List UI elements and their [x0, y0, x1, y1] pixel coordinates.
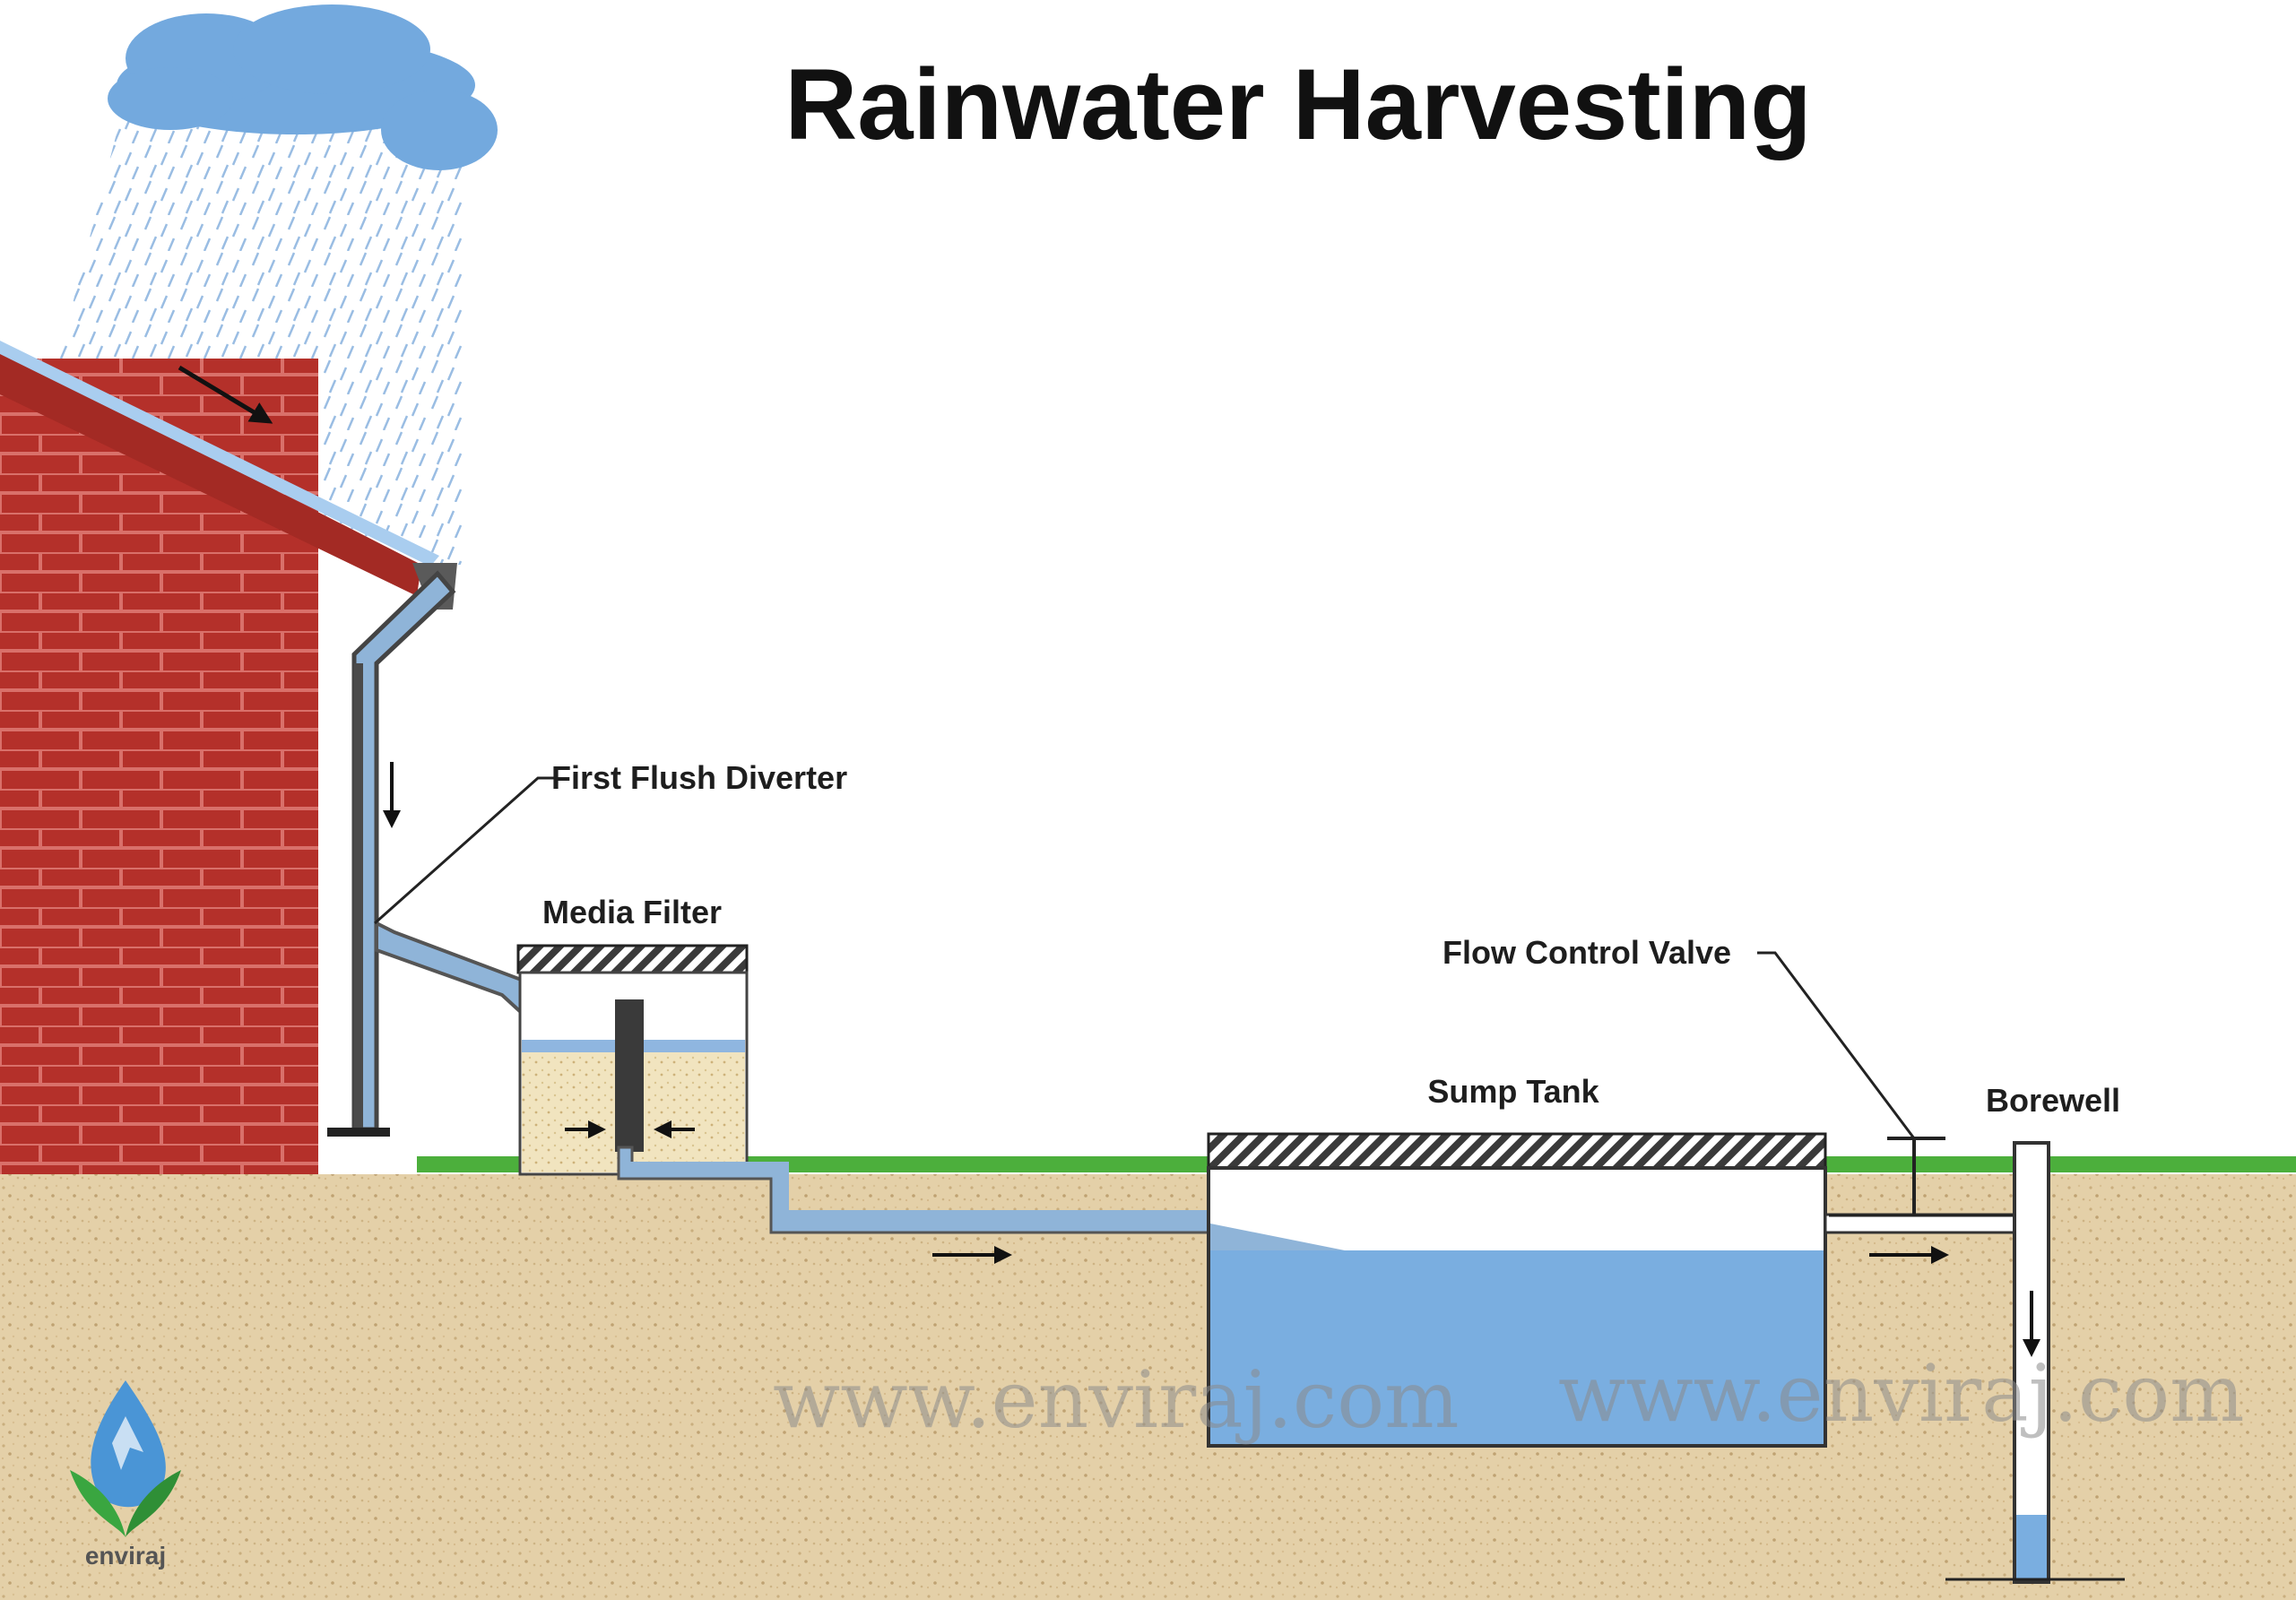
- label-sump-tank: Sump Tank: [1427, 1073, 1599, 1110]
- logo-wordmark: enviraj: [85, 1542, 166, 1570]
- cloud-icon: [108, 4, 498, 170]
- watermark-left: www.enviraj.com: [773, 1354, 1460, 1446]
- label-flow-control-valve: Flow Control Valve: [1443, 934, 1731, 971]
- label-borewell: Borewell: [1986, 1082, 2120, 1119]
- label-media-filter: Media Filter: [542, 894, 722, 930]
- leader-flow-control-valve: [1757, 951, 1916, 1139]
- pipe-base: [327, 1128, 390, 1137]
- borewell: [1945, 1141, 2125, 1584]
- page-title: Rainwater Harvesting: [784, 48, 1811, 160]
- soil-ground: [0, 1174, 2296, 1600]
- downpipe-dark-edge: [354, 663, 363, 1129]
- roof: [0, 350, 421, 596]
- watermark-right: www.enviraj.com: [1558, 1347, 2245, 1440]
- water-drop-leaf-icon: [70, 1380, 181, 1537]
- flow-control-valve: [1829, 1137, 2017, 1217]
- leader-first-flush-diverter: [374, 776, 554, 925]
- overflow-pipe: [1824, 1213, 2024, 1234]
- media-filter: [516, 944, 749, 1176]
- label-first-flush-diverter: First Flush Diverter: [551, 759, 847, 796]
- arrow-icon: [178, 365, 273, 424]
- sump-tank: [1207, 1132, 1827, 1448]
- roof-water-film: [0, 341, 439, 566]
- outflow-pipe-main: [628, 1149, 1219, 1230]
- rain-area: [54, 99, 466, 565]
